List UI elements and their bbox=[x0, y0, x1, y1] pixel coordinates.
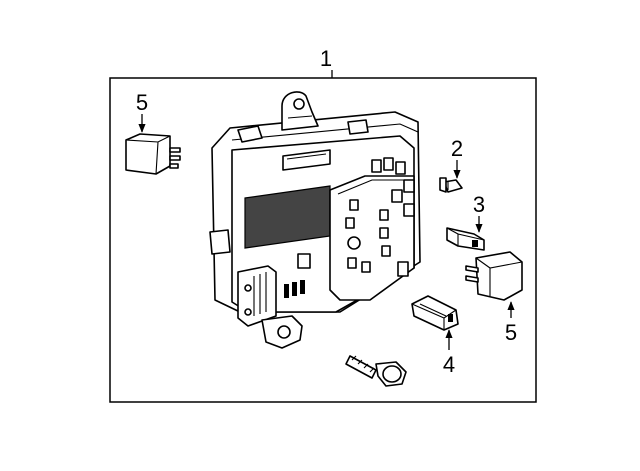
callout-1: 1 bbox=[320, 46, 332, 71]
relay-right bbox=[465, 251, 523, 301]
blade-fuse bbox=[439, 177, 463, 193]
callout-2: 2 bbox=[451, 136, 463, 161]
callout-3: 3 bbox=[473, 192, 485, 217]
callout-4: 4 bbox=[443, 352, 455, 377]
callout-5-top: 5 bbox=[136, 90, 148, 115]
mini-fuse bbox=[446, 227, 485, 251]
diagram-frame bbox=[109, 77, 537, 403]
bcm-module bbox=[209, 91, 421, 349]
mounting-bolt bbox=[345, 355, 407, 387]
relay-top bbox=[125, 133, 181, 175]
callout-5-right: 5 bbox=[505, 320, 517, 345]
connector bbox=[411, 295, 459, 331]
